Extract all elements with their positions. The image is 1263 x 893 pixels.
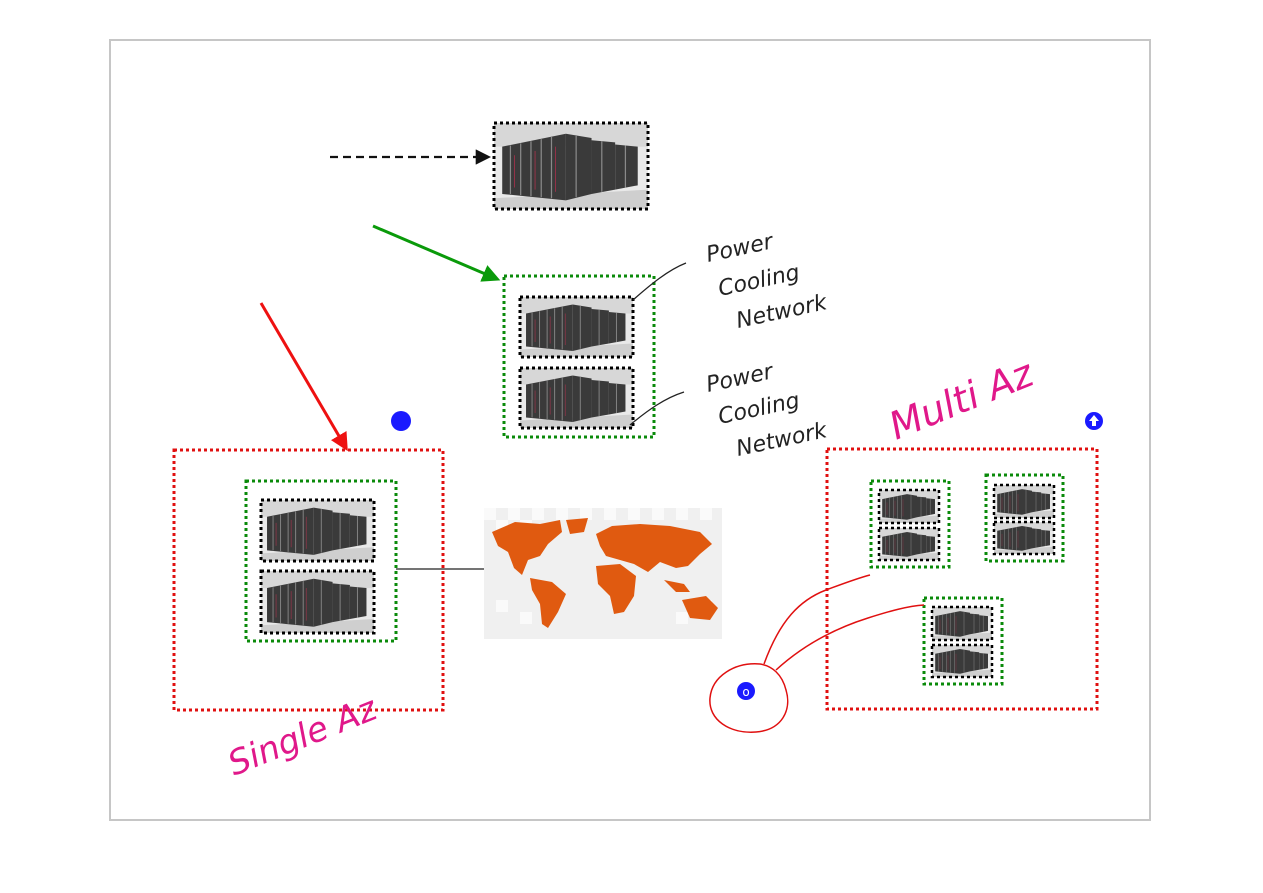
green-arrow xyxy=(372,224,501,282)
region-single-az xyxy=(172,448,445,712)
blue-dot xyxy=(391,411,411,431)
region-multi-az xyxy=(825,447,1099,711)
svg-text:o: o xyxy=(742,685,749,699)
red-arrow xyxy=(259,302,348,452)
leader-line-2 xyxy=(629,391,685,426)
notes-group-2: Power Cooling Network xyxy=(704,359,830,462)
note-cooling-2: Cooling xyxy=(716,388,802,430)
availability-zone-top xyxy=(502,274,656,439)
note-network-2: Network xyxy=(734,418,830,462)
multi-az-label: Multi Az xyxy=(883,351,1040,449)
blue-o-marker: o xyxy=(737,682,755,700)
datacenter-top xyxy=(492,121,650,211)
note-cooling-1: Cooling xyxy=(716,260,802,302)
red-callout xyxy=(709,574,925,733)
note-power-1: Power xyxy=(704,229,777,268)
leader-line-1 xyxy=(632,262,687,301)
single-az-label: Single Az xyxy=(222,688,383,784)
note-power-2: Power xyxy=(704,359,777,398)
world-map-icon xyxy=(484,508,722,639)
blue-up-marker xyxy=(1085,412,1103,430)
note-network-1: Network xyxy=(734,290,830,334)
notes-group-1: Power Cooling Network xyxy=(704,229,830,334)
